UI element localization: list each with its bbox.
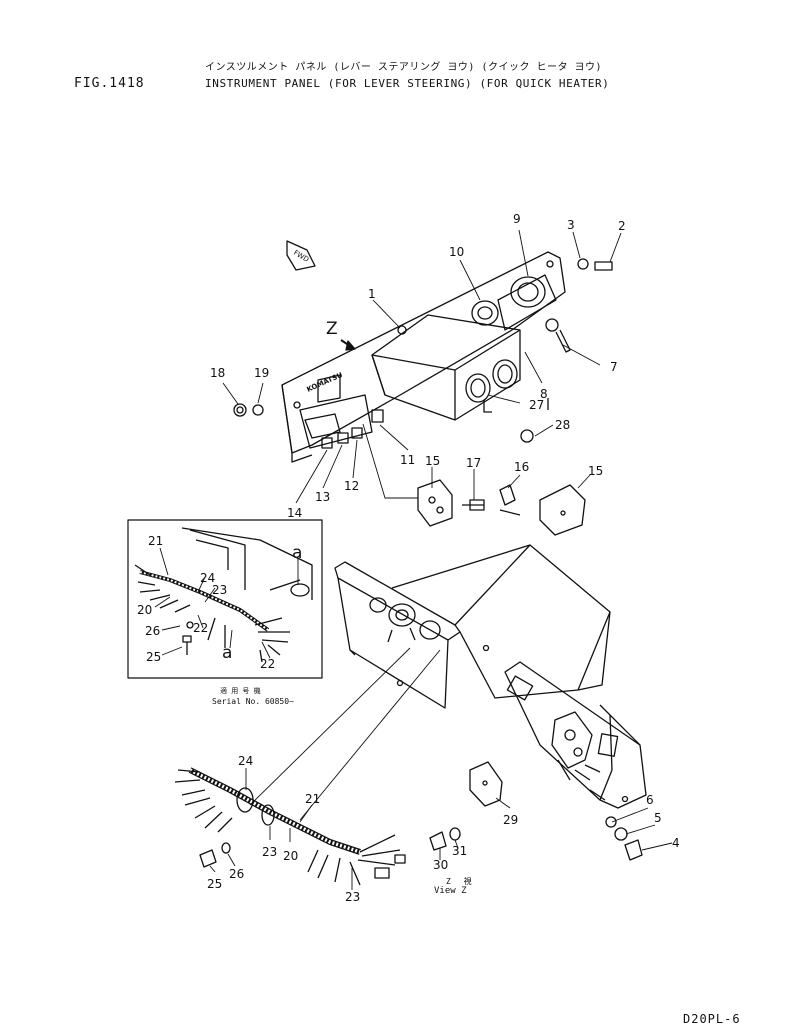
leader-lines-inset <box>154 547 299 659</box>
callout-23-lower-b: 23 <box>345 890 360 904</box>
inset-callout-24: 24 <box>200 571 215 585</box>
callout-19: 19 <box>254 366 269 380</box>
callout-1: 1 <box>368 287 376 301</box>
callout-29: 29 <box>503 813 518 827</box>
callout-15-cover: 15 <box>588 464 603 478</box>
callout-4: 4 <box>672 836 680 850</box>
callout-13: 13 <box>315 490 330 504</box>
callout-8: 8 <box>540 387 548 401</box>
brand-text: KOMATSU <box>306 371 345 394</box>
callout-25-lower: 25 <box>207 877 222 891</box>
leader-lines-lower <box>209 768 673 890</box>
inset-callout-21: 21 <box>148 534 163 548</box>
callout-15-relay: 15 <box>425 454 440 468</box>
view-z-label: View Z <box>434 886 467 896</box>
inset-callout-a-bottom: a <box>222 643 232 663</box>
inset-callout-22a: 22 <box>193 621 208 635</box>
callout-5: 5 <box>654 811 662 825</box>
inset-callout-a-top: a <box>292 543 302 563</box>
callout-11: 11 <box>400 453 415 467</box>
callout-labels: 1 2 3 4 5 6 7 8 9 10 11 12 13 14 15 15 1… <box>137 212 680 904</box>
inset-wiring-box <box>127 519 323 679</box>
callout-30: 30 <box>433 858 448 872</box>
callout-12: 12 <box>344 479 359 493</box>
callout-26-lower: 26 <box>229 867 244 881</box>
callout-9: 9 <box>513 212 521 226</box>
callout-3: 3 <box>567 218 575 232</box>
callout-18: 18 <box>210 366 225 380</box>
inset-callout-20: 20 <box>137 603 152 617</box>
instrument-panel-lower <box>174 544 647 886</box>
figure-number: FIG.1418 <box>74 76 145 91</box>
title-english: INSTRUMENT PANEL (FOR LEVER STEERING) (F… <box>205 77 610 90</box>
callout-17: 17 <box>466 456 481 470</box>
callout-6: 6 <box>646 793 654 807</box>
inset-caption-japanese: 適 用 号 機 <box>220 687 261 695</box>
leader-lines-upper <box>222 229 622 504</box>
callout-16: 16 <box>514 460 529 474</box>
callout-21-lower: 21 <box>305 792 320 806</box>
inset-serial-number: Serial No. 60850~ <box>212 697 294 706</box>
inset-callout-22b: 22 <box>260 657 275 671</box>
callout-2: 2 <box>618 219 626 233</box>
callout-28: 28 <box>555 418 570 432</box>
instrument-panel-upper <box>233 240 613 536</box>
view-caption-japanese: Z 視 <box>446 877 472 886</box>
callout-7: 7 <box>610 360 618 374</box>
callout-23-lower-a: 23 <box>262 845 277 859</box>
inset-callout-26: 26 <box>145 624 160 638</box>
callout-31: 31 <box>452 844 467 858</box>
callout-27: 27 <box>529 398 544 412</box>
inset-callout-25: 25 <box>146 650 161 664</box>
z-view-marker: Z <box>326 319 338 339</box>
callout-24-lower: 24 <box>238 754 253 768</box>
page-id: D20PL-6 <box>683 1012 741 1026</box>
inset-callout-23: 23 <box>212 583 227 597</box>
title-japanese: インスツルメント パネル (レバー ステアリング ヨウ) (クイック ヒータ ヨ… <box>205 62 603 73</box>
callout-20-lower: 20 <box>283 849 298 863</box>
callout-10: 10 <box>449 245 464 259</box>
callout-14: 14 <box>287 506 302 520</box>
